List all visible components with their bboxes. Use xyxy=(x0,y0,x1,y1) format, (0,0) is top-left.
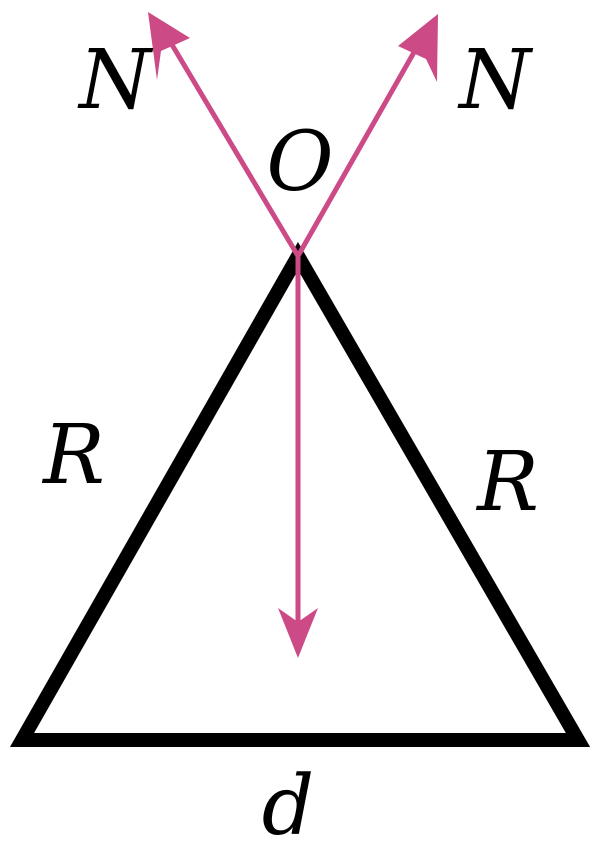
label-side-right: R xyxy=(475,435,539,530)
arrow-up-left-icon xyxy=(148,12,190,80)
label-base: d xyxy=(262,759,315,850)
triangle xyxy=(9,241,591,747)
arrow-up-right-icon xyxy=(398,14,438,82)
label-normal-left: N xyxy=(77,33,154,128)
arrow-down-icon xyxy=(278,608,318,658)
label-side-left: R xyxy=(41,408,105,503)
force-arrows xyxy=(148,12,438,658)
label-normal-right: N xyxy=(457,33,534,128)
label-apex: O xyxy=(266,115,333,210)
normal-force-left-line xyxy=(165,36,301,258)
normal-force-right-line xyxy=(295,38,424,258)
